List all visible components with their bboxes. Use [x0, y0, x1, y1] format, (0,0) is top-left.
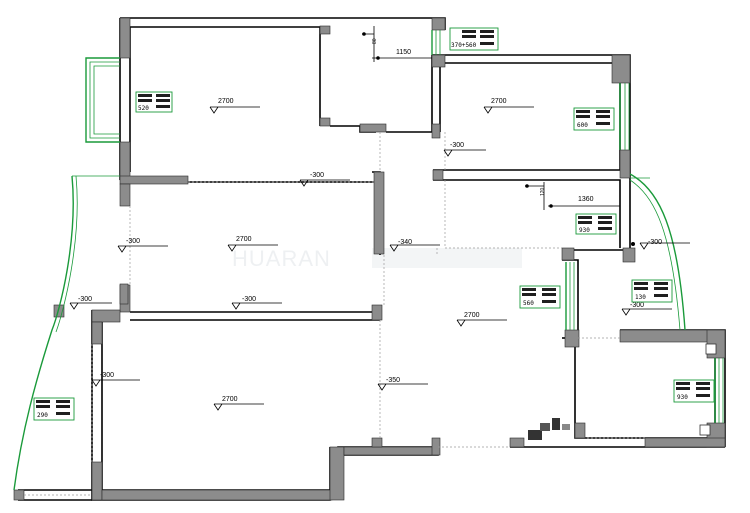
- sink-fixture: [528, 430, 542, 440]
- offset-marker: -300: [443, 142, 486, 157]
- window-tag: 370+560: [449, 27, 499, 51]
- watermark-text: HUARAN: [232, 246, 331, 271]
- room-height-marker: 2700: [213, 396, 264, 411]
- dimension-text: 80: [372, 38, 378, 44]
- offset-marker: -340: [389, 239, 440, 252]
- tap-fixture: [552, 418, 560, 430]
- floor-drain: [699, 424, 711, 436]
- window-tag: 520: [135, 91, 173, 113]
- offset-text: -300: [126, 238, 140, 245]
- vent-fixture: [705, 343, 717, 355]
- window-tag: 600: [573, 107, 615, 131]
- room-height-text: 2700: [464, 312, 480, 319]
- offset-marker: -300: [91, 372, 140, 387]
- window-tag-value: 600: [577, 122, 588, 129]
- offset-text: -350: [386, 377, 400, 384]
- windows: [13, 30, 724, 491]
- room-height-marker: 2700: [209, 98, 260, 114]
- fixtures: [528, 242, 717, 440]
- offset-text: -300: [242, 296, 256, 303]
- dimension-text: 120: [540, 187, 546, 196]
- window-tag-value: 560: [523, 300, 534, 307]
- window-tag-value: 930: [677, 394, 688, 401]
- window-tag: 130: [631, 279, 673, 303]
- dimension-text: 1150: [396, 49, 411, 56]
- offset-marker: -300: [69, 296, 112, 310]
- outer-walls: [18, 17, 726, 501]
- offset-marker: -350: [377, 377, 428, 391]
- offset-text: -340: [398, 239, 412, 246]
- offset-marker: -300: [639, 239, 690, 250]
- offset-marker: -300: [117, 238, 168, 253]
- window-tag: 930: [673, 379, 715, 403]
- window-tag-value: 290: [37, 412, 48, 419]
- room-height-text: 2700: [491, 98, 507, 105]
- window-tags: 520 370+560 600 930 560: [33, 27, 715, 421]
- window-tag-value: 930: [579, 227, 590, 234]
- openings: [24, 132, 645, 496]
- wall-columns: [13, 17, 726, 501]
- offset-marker: -300: [231, 296, 282, 310]
- offset-text: -300: [630, 302, 644, 309]
- room-height-marker: 2700: [456, 312, 507, 327]
- offset-text: -300: [450, 142, 464, 149]
- window-tag: 290: [33, 397, 75, 421]
- room-height-marker: 2700: [483, 98, 534, 114]
- room-height-labels: 2700 2700 2700 2700 2700: [209, 98, 534, 411]
- offset-text: -300: [310, 172, 324, 179]
- offset-text: -300: [100, 372, 114, 379]
- room-height-text: 2700: [222, 396, 238, 403]
- room-height-text: 2700: [218, 98, 234, 105]
- window-tag: 560: [519, 285, 561, 309]
- window-tag: 930: [575, 213, 617, 235]
- dimension-labels: 80 1150 120 1360: [362, 26, 620, 210]
- offset-marker: -300: [299, 172, 350, 187]
- room-height-marker: 2700: [227, 236, 278, 252]
- dimension-text: 1360: [578, 196, 594, 203]
- window-tag-value: 130: [635, 294, 646, 301]
- window-tag-value: 370+560: [451, 42, 477, 49]
- offset-marker: -300: [621, 302, 672, 316]
- offset-labels: -300 -300 -300 -300 -300 -300 -340 -300: [69, 142, 690, 391]
- offset-text: -300: [648, 239, 662, 246]
- room-height-text: 2700: [236, 236, 252, 243]
- offset-text: -300: [78, 296, 92, 303]
- watermark-band: [372, 248, 522, 268]
- window-tag-value: 520: [138, 105, 149, 112]
